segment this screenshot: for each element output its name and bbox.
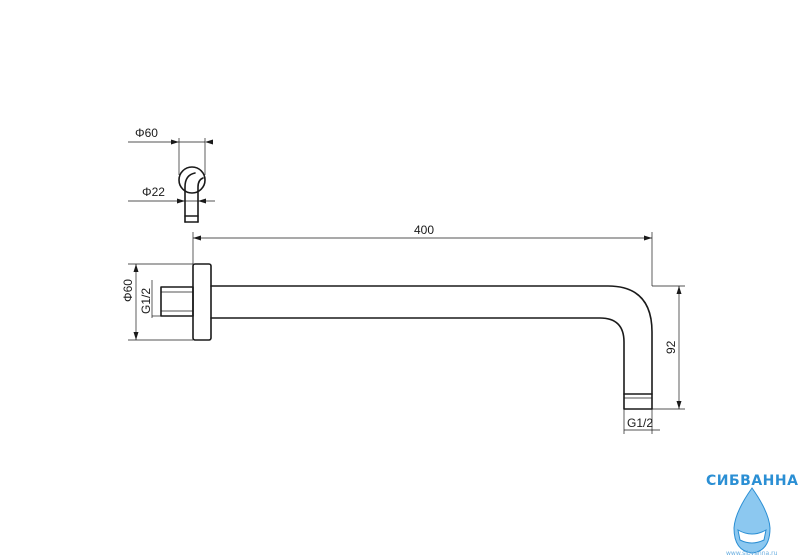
top-view-phi60-arrow-right bbox=[205, 139, 213, 145]
logo-brand-text: СИБВАННА bbox=[706, 473, 798, 489]
outlet-thread bbox=[623, 393, 653, 410]
dim-outlet-label: G1/2 bbox=[627, 416, 653, 430]
dim-92-arrow-bottom bbox=[676, 401, 682, 409]
side-view: 400 92 Φ60 G1/2 G1/2 bbox=[121, 223, 685, 434]
dim-400-arrow-right bbox=[644, 235, 652, 241]
top-view: Φ60 Φ22 bbox=[128, 126, 215, 223]
dim-400-label: 400 bbox=[414, 223, 434, 237]
logo-url-text: www.sibvanna.ru bbox=[726, 550, 778, 557]
top-view-phi22-label: Φ22 bbox=[142, 185, 165, 199]
dim-92-arrow-top bbox=[676, 286, 682, 294]
top-view-flange bbox=[178, 166, 206, 194]
logo-bathtub-icon bbox=[737, 529, 767, 544]
top-view-phi60-arrow-left bbox=[171, 139, 179, 145]
brand-logo: СИБВАННА www.sibvanna.ru bbox=[706, 473, 798, 557]
top-view-phi22-arrow-left bbox=[177, 198, 185, 204]
top-view-phi22-arrow-right bbox=[198, 198, 206, 204]
top-view-pipe-end bbox=[184, 215, 199, 223]
shower-arm bbox=[210, 285, 653, 395]
dim-inlet-label: G1/2 bbox=[139, 288, 153, 314]
top-view-pipe bbox=[184, 172, 204, 223]
dim-phi60-arrow-top bbox=[133, 264, 139, 272]
top-view-phi60-label: Φ60 bbox=[135, 126, 158, 140]
dim-phi60-label: Φ60 bbox=[121, 279, 135, 302]
inlet-nipple bbox=[160, 286, 194, 317]
dim-phi60-arrow-bottom bbox=[133, 332, 139, 340]
dim-400-arrow-left bbox=[193, 235, 201, 241]
wall-flange bbox=[192, 263, 212, 341]
dim-92-label: 92 bbox=[664, 340, 678, 354]
